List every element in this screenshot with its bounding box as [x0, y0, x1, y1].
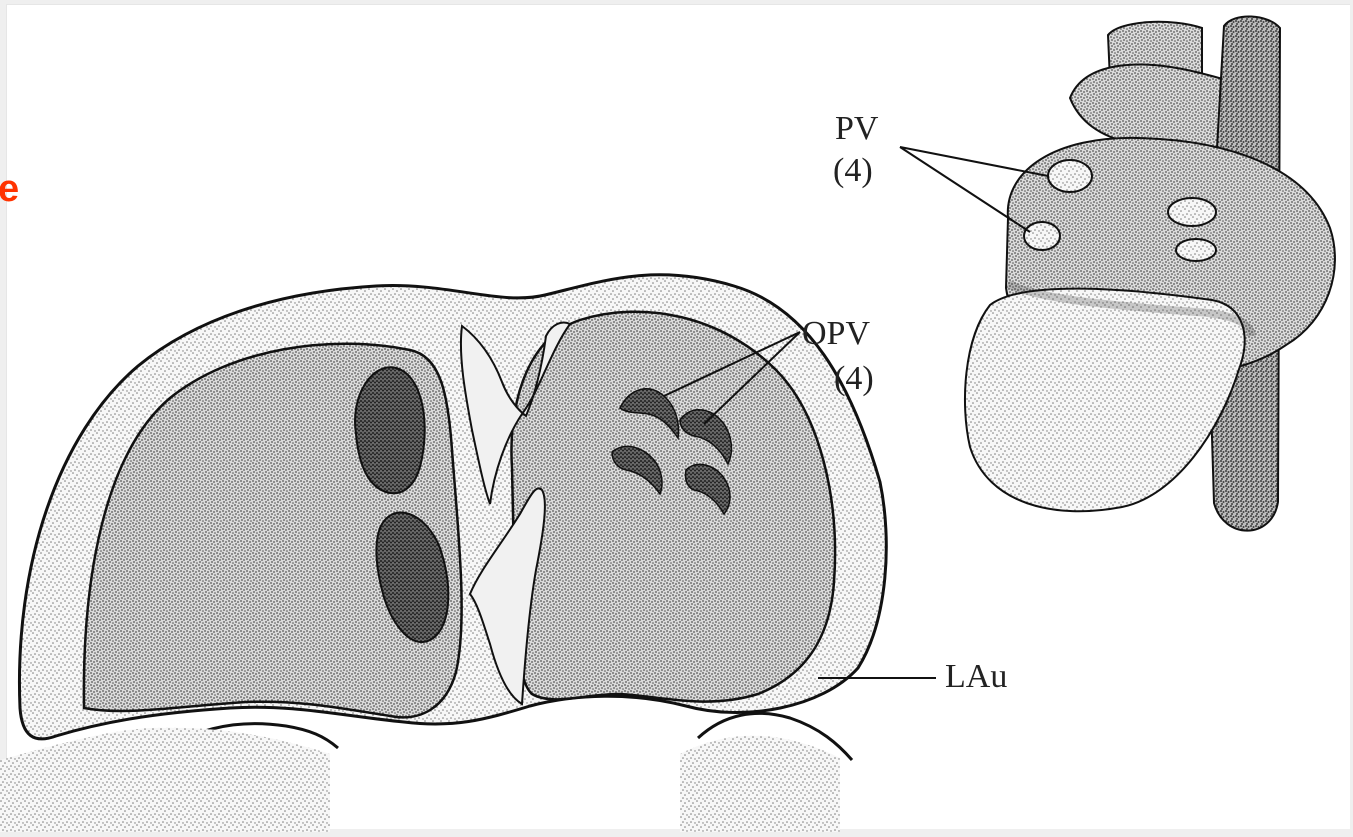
dark-region-upper — [355, 367, 425, 493]
pv-count-label: (4) — [833, 154, 873, 188]
pulmonary-vein-lower — [1024, 222, 1060, 250]
cross-section-view — [0, 275, 936, 832]
pv-label: PV — [835, 112, 878, 146]
bottom-fill-left — [0, 728, 330, 832]
pulmonary-vein-right-upper — [1168, 198, 1216, 226]
heart-ventricle — [965, 289, 1245, 512]
pulmonary-vein-right-lower — [1176, 239, 1216, 261]
opv-count-label: (4) — [834, 362, 874, 396]
bottom-fill-right — [680, 736, 840, 832]
external-heart-view — [900, 16, 1335, 530]
edge-text: e — [0, 170, 19, 208]
pulmonary-vein-upper — [1048, 160, 1092, 192]
lau-label: LAu — [945, 660, 1007, 694]
opv-label: OPV — [802, 317, 870, 351]
